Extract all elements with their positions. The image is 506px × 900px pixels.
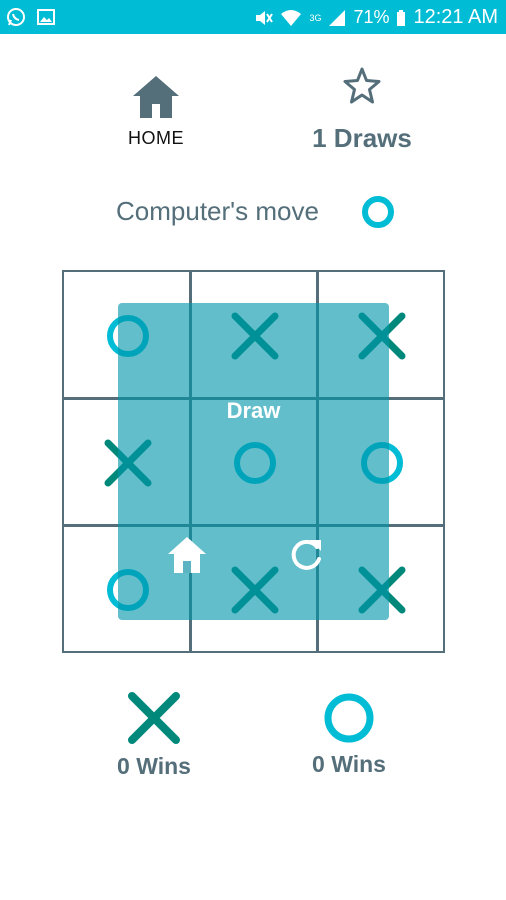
home-icon (168, 537, 206, 573)
score-o: 0 Wins (296, 690, 402, 778)
signal-icon (329, 9, 346, 26)
turn-o-icon (362, 196, 394, 228)
whatsapp-icon (7, 8, 25, 26)
board-border-left (62, 270, 64, 653)
board-border-right (443, 270, 445, 653)
result-title: Draw (226, 398, 281, 423)
o-piece-icon (324, 693, 374, 743)
home-label: HOME (128, 128, 184, 148)
mute-icon (256, 10, 274, 25)
network-type-label: 3G (309, 12, 322, 23)
x-piece-icon (128, 692, 180, 744)
score-o-label: 0 Wins (312, 751, 386, 777)
draws-counter: 1 Draws (300, 66, 424, 156)
home-button[interactable]: HOME (118, 72, 194, 156)
score-x-label: 0 Wins (117, 753, 191, 779)
turn-label: Computer's move (116, 196, 319, 226)
board-border-top (62, 270, 445, 272)
gallery-icon (37, 9, 55, 25)
battery-icon (397, 9, 406, 26)
overlay-home-button[interactable] (166, 535, 208, 575)
home-icon (133, 76, 179, 118)
restart-icon (291, 539, 321, 570)
result-overlay: Draw (118, 303, 389, 620)
draws-label: 1 Draws (312, 123, 412, 153)
score-x: 0 Wins (96, 688, 212, 780)
board-border-bottom (62, 651, 445, 653)
battery-percent: 71% (353, 7, 390, 27)
clock: 12:21 AM (413, 6, 498, 28)
status-bar: 3G 71% 12:21 AM (0, 0, 506, 34)
overlay-restart-button[interactable] (286, 535, 326, 575)
star-icon (343, 67, 381, 104)
wifi-icon (281, 9, 302, 26)
